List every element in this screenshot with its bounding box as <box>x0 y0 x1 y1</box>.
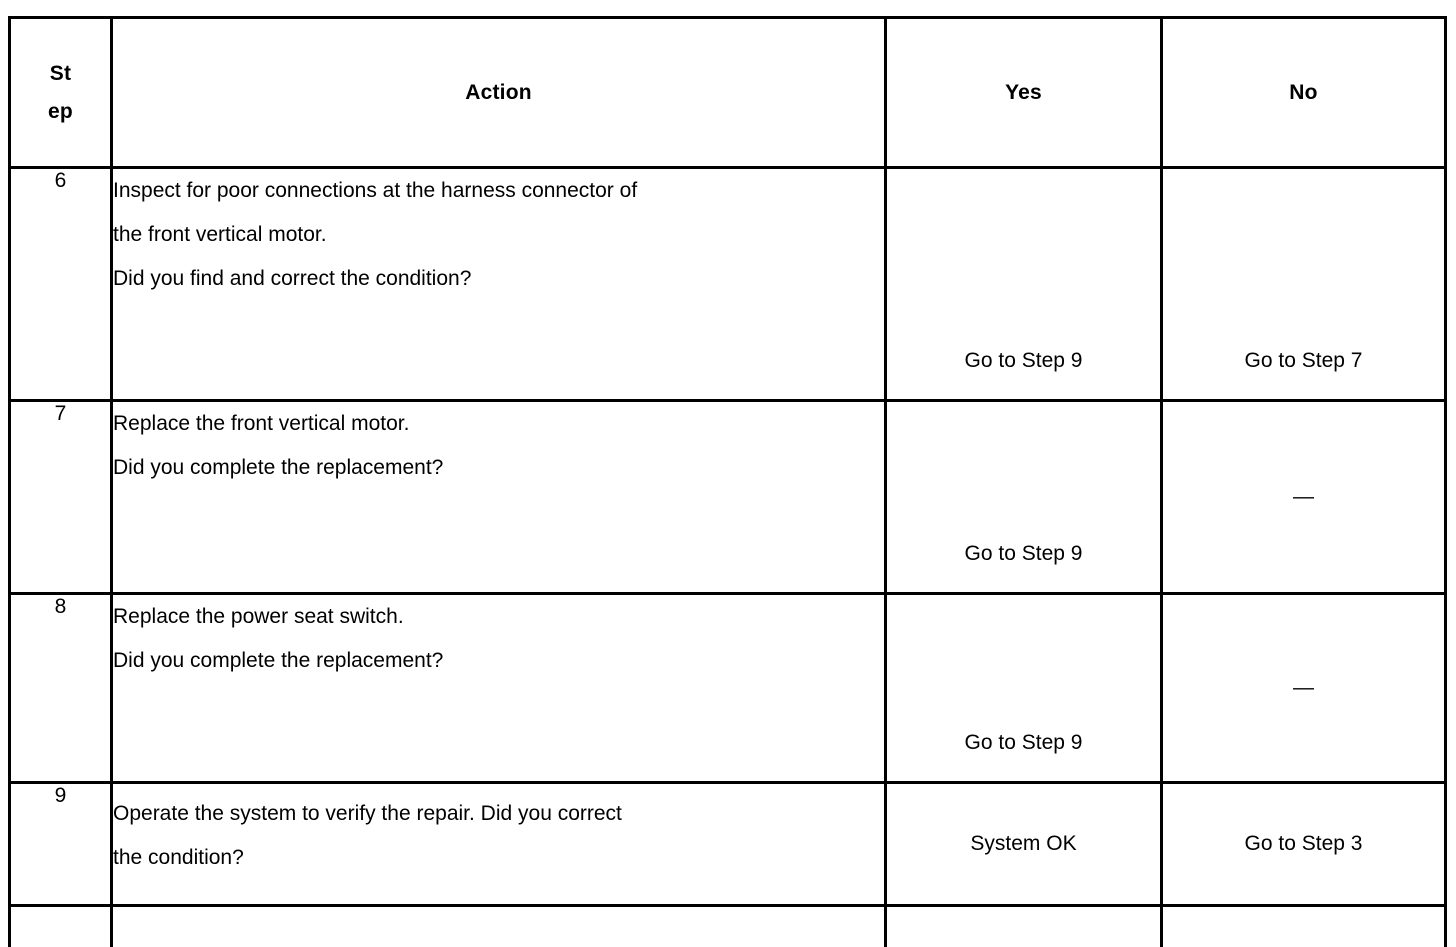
step-number: 7 <box>10 401 112 594</box>
no-answer: Go to Step 3 <box>1162 783 1446 906</box>
action-text-clipped <box>112 906 886 947</box>
yes-answer: Go to Step 9 <box>886 168 1162 401</box>
table-row: 8 Replace the power seat switch. Did you… <box>10 594 1446 783</box>
action-line: the condition? <box>113 836 884 880</box>
page-canvas: St ep Action Yes No 6 Inspect for poor co… <box>0 0 1456 832</box>
column-header-step: St ep <box>10 18 112 168</box>
yes-answer: Go to Step 9 <box>886 401 1162 594</box>
column-header-yes: Yes <box>886 18 1162 168</box>
action-line: Inspect for poor connections at the harn… <box>113 169 884 213</box>
no-answer: — <box>1162 594 1446 783</box>
step-number: 9 <box>10 783 112 906</box>
step-number: 8 <box>10 594 112 783</box>
step-number: 6 <box>10 168 112 401</box>
action-text: Inspect for poor connections at the harn… <box>112 168 886 401</box>
action-line: Did you complete the replacement? <box>113 446 884 490</box>
table-row: 7 Replace the front vertical motor. Did … <box>10 401 1446 594</box>
table-header-row: St ep Action Yes No <box>10 18 1446 168</box>
column-header-action: Action <box>112 18 886 168</box>
table-row: 9 Operate the system to verify the repai… <box>10 783 1446 906</box>
no-answer-clipped <box>1162 906 1446 947</box>
column-header-step-line2: ep <box>48 100 73 123</box>
action-line: Did you complete the replacement? <box>113 639 884 683</box>
diagnostic-table: St ep Action Yes No 6 Inspect for poor co… <box>8 16 1447 947</box>
em-dash-placeholder: — <box>1293 485 1314 508</box>
action-text: Operate the system to verify the repair.… <box>112 783 886 906</box>
no-answer: — <box>1162 401 1446 594</box>
no-answer: Go to Step 7 <box>1162 168 1446 401</box>
step-number-clipped <box>10 906 112 947</box>
table-row: 6 Inspect for poor connections at the ha… <box>10 168 1446 401</box>
action-line: Replace the power seat switch. <box>113 595 884 639</box>
action-line: Did you find and correct the condition? <box>113 257 884 301</box>
table-row-clipped <box>10 906 1446 947</box>
action-line: Replace the front vertical motor. <box>113 402 884 446</box>
action-line: Operate the system to verify the repair.… <box>113 792 884 836</box>
action-text: Replace the power seat switch. Did you c… <box>112 594 886 783</box>
action-text: Replace the front vertical motor. Did yo… <box>112 401 886 594</box>
action-line: the front vertical motor. <box>113 213 884 257</box>
em-dash-placeholder: — <box>1293 676 1314 699</box>
yes-answer: System OK <box>886 783 1162 906</box>
yes-answer-clipped <box>886 906 1162 947</box>
yes-answer: Go to Step 9 <box>886 594 1162 783</box>
column-header-step-line1: St <box>50 62 71 85</box>
column-header-no: No <box>1162 18 1446 168</box>
